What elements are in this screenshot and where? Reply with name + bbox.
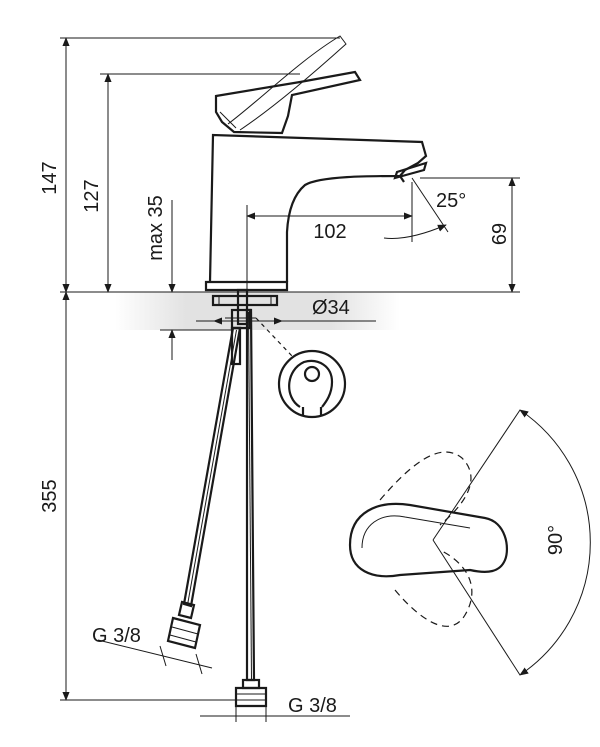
- total-height-label: 147: [39, 161, 61, 194]
- faucet-body: [204, 35, 428, 292]
- clamp-detail: [255, 317, 347, 419]
- countertop-deck: [60, 291, 520, 330]
- thread-left-label: G 3/8: [92, 625, 141, 647]
- underside-connections: [166, 288, 279, 708]
- spout-angle-label: 25°: [436, 190, 466, 212]
- lever-top-view: [348, 409, 591, 676]
- max-deck-label: max 35: [145, 195, 167, 261]
- reach-label: 102: [313, 221, 346, 243]
- spout-clearance-label: 69: [489, 223, 511, 245]
- thread-right-label: G 3/8: [288, 695, 337, 717]
- hole-diameter-label: Ø34: [312, 297, 350, 319]
- dimension-lines: [60, 37, 520, 722]
- lever-rotation-label: 90°: [545, 525, 567, 555]
- hose-length-label: 355: [39, 479, 61, 512]
- spout-height-label: 127: [81, 179, 103, 212]
